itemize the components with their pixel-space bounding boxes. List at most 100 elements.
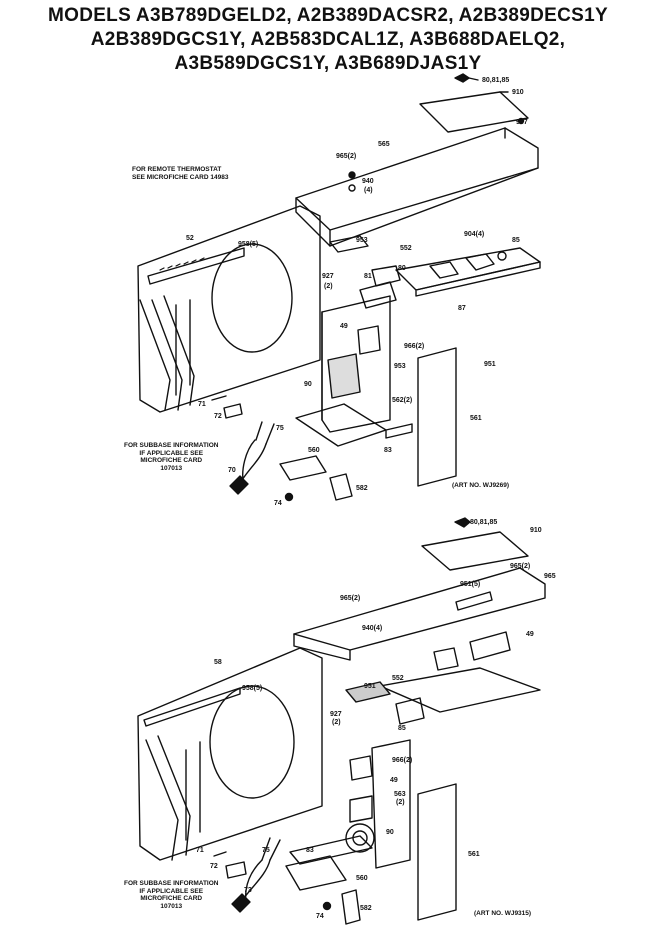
label-4: (4) (364, 187, 373, 194)
label-560: 560 (356, 875, 368, 882)
label-83: 83 (384, 447, 392, 454)
note-line: 107013 (160, 902, 183, 910)
side-panel-bottom (137, 647, 323, 861)
label-940-4: 940(4) (362, 625, 382, 632)
subbase-note-top: FOR SUBBASE INFORMATION IF APPLICABLE SE… (124, 442, 219, 472)
screw-icon (348, 184, 356, 192)
label-563: 563 (394, 791, 406, 798)
label-75: 75 (276, 425, 284, 432)
nameplate-bottom (421, 531, 529, 571)
label-83: 83 (306, 847, 314, 854)
header-line-2: A2B389DGCS1Y, A2B583DCAL1Z, A3B688DAELQ2… (90, 29, 566, 50)
part-labels-top: 80,81,85 910 967 965(2) 565 940 (4) 52 9… (186, 77, 528, 507)
note-line: MICROFICHE CARD (140, 895, 203, 902)
top-cover-panel (295, 127, 539, 247)
label-80: 80 (398, 265, 406, 272)
subbase-note-bottom: FOR SUBBASE INFORMATION IF APPLICABLE SE… (124, 880, 219, 910)
label-561: 561 (470, 415, 482, 422)
circuit-board-top (279, 455, 327, 481)
label-910: 910 (512, 89, 524, 96)
circuit-board-bottom (285, 855, 347, 891)
label-72: 72 (214, 413, 222, 420)
label-910: 910 (530, 527, 542, 534)
label-72: 72 (210, 863, 218, 870)
note-line: FOR SUBBASE INFORMATION (124, 880, 219, 887)
label-80-81-85: 80,81,85 (470, 519, 497, 526)
remote-thermostat-note: FOR REMOTE THERMOSTAT SEE MICROFICHE CAR… (132, 166, 228, 181)
label-966-2: 966(2) (404, 343, 424, 350)
label-951: 951 (484, 361, 496, 368)
label-81: 81 (364, 273, 372, 280)
label-582: 582 (356, 485, 368, 492)
label-80-81-85: 80,81,85 (482, 77, 509, 84)
note-line: FOR REMOTE THERMOSTAT (132, 166, 222, 173)
label-52: 52 (186, 235, 194, 242)
label-904-4: 904(4) (464, 231, 484, 238)
header-line-3: A3B589DGCS1Y, A3B689DJAS1Y (174, 53, 482, 74)
power-cord-top (229, 421, 275, 495)
control-tray-top (395, 247, 541, 297)
nameplate-top (419, 91, 529, 133)
note-line: IF APPLICABLE SEE (139, 449, 204, 457)
label-74: 74 (274, 500, 282, 507)
base-plate-top (295, 403, 387, 447)
note-line: MICROFICHE CARD (140, 457, 203, 464)
relay-box-bottom (341, 889, 361, 925)
label-940: 940 (362, 178, 374, 185)
label-560: 560 (308, 447, 320, 454)
label-582: 582 (360, 905, 372, 912)
label-565: 565 (378, 141, 390, 148)
screw-icon (348, 171, 356, 179)
label-73: 73 (244, 887, 252, 894)
power-cord-bottom (231, 837, 281, 913)
label-85: 85 (512, 237, 520, 244)
control-knobs-top (454, 73, 479, 83)
note-line: 107013 (160, 464, 183, 472)
label-951-5: 951(5) (460, 581, 480, 588)
label-965-2b: 965(2) (340, 595, 360, 602)
label-552: 552 (392, 675, 404, 682)
bottom-assembly (137, 517, 546, 925)
label-958-5: 958(5) (238, 241, 258, 248)
art-number-bottom: (ART NO. WJ9315) (474, 910, 532, 917)
fan-opening (209, 685, 295, 799)
models-header: MODELS A3B789DGELD2, A2B389DACSR2, A2B38… (0, 4, 656, 76)
note-line: FOR SUBBASE INFORMATION (124, 442, 219, 449)
label-49: 49 (340, 323, 348, 330)
label-49b: 49 (390, 777, 398, 784)
screw-icon (517, 117, 525, 125)
label-90: 90 (304, 381, 312, 388)
label-562-2: 562(2) (392, 397, 412, 404)
control-knobs-bottom (454, 517, 471, 528)
art-number-top: (ART NO. WJ9269) (452, 482, 510, 489)
label-71: 71 (196, 847, 204, 854)
label-965: 965 (544, 573, 556, 580)
label-2: (2) (324, 283, 333, 290)
access-panel-bottom (417, 783, 457, 921)
label-2b: (2) (396, 799, 405, 806)
label-2: (2) (332, 719, 341, 726)
side-panel-top (137, 205, 321, 413)
label-71: 71 (198, 401, 206, 408)
label-85: 85 (398, 725, 406, 732)
label-552: 552 (400, 245, 412, 252)
label-70: 70 (228, 467, 236, 474)
note-line: SEE MICROFICHE CARD 14983 (132, 173, 229, 181)
label-965-2: 965(2) (336, 153, 356, 160)
component-board-top (321, 295, 391, 433)
label-90: 90 (386, 829, 394, 836)
access-panel-top (417, 347, 457, 487)
control-tray-bottom (379, 631, 541, 713)
fan-opening (211, 243, 293, 353)
label-927: 927 (330, 711, 342, 718)
note-line: IF APPLICABLE SEE (139, 887, 204, 895)
top-assembly (137, 73, 541, 502)
label-561: 561 (468, 851, 480, 858)
relay-box-top (329, 473, 353, 501)
label-953: 953 (356, 237, 368, 244)
label-951: 951 (364, 683, 376, 690)
top-cover-bottom (293, 567, 546, 661)
label-49: 49 (526, 631, 534, 638)
label-74: 74 (316, 913, 324, 920)
